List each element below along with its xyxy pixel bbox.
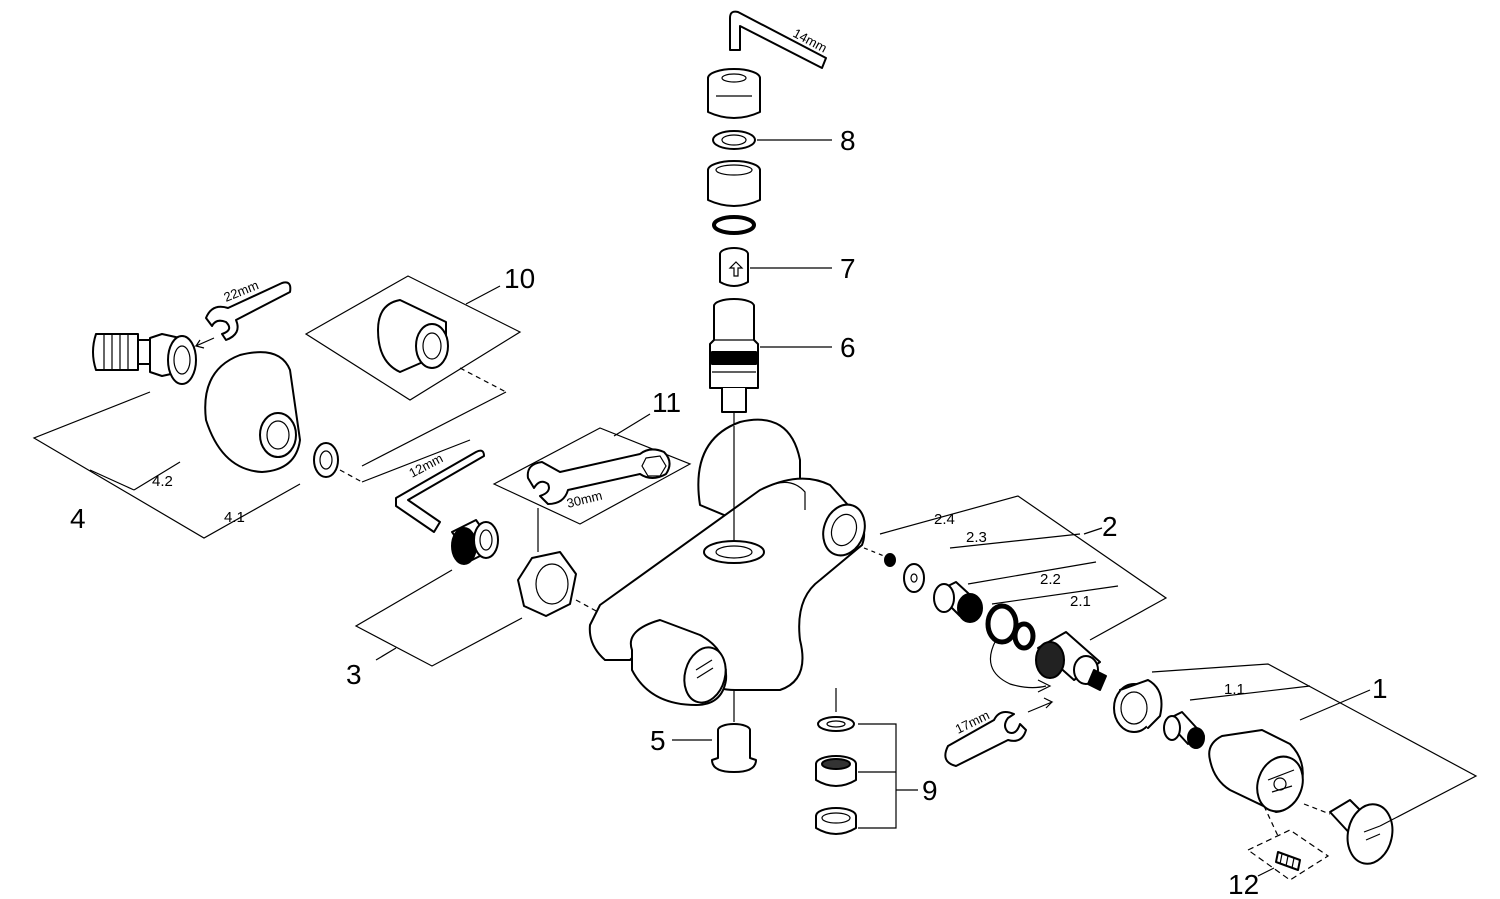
escutcheon-4-2 [204,351,301,473]
cartridge-7 [719,247,749,287]
label-6: 6 [840,332,856,363]
connector-4-1 [92,333,197,385]
label-2-2: 2.2 [1040,571,1061,588]
cartridge-2 [1035,631,1107,691]
connector-3 [451,519,499,565]
label-2: 2 [1102,511,1118,542]
wrench-17mm: 17mm [944,697,1054,767]
washer-2-3 [903,563,925,593]
label-10: 10 [504,263,535,294]
label-2-3: 2.3 [966,529,987,546]
adapter-10 [304,275,522,401]
label-2-4: 2.4 [934,511,955,528]
label-2-1: 2.1 [1070,593,1091,610]
top-nut [707,68,761,119]
thermo-element-6 [709,298,759,426]
wrench-22mm: 22mm [194,277,292,349]
ring-1 [1113,679,1163,733]
label-7: 7 [840,253,856,284]
label-12: 12 [1228,869,1259,899]
label-11: 11 [652,387,681,418]
label-3: 3 [346,659,362,690]
aerator-set-9 [815,716,857,835]
tool-label-30mm: 30mm [565,488,604,511]
label-8: 8 [840,125,856,156]
small-washer-2-4 [884,553,896,567]
sleeve [707,160,761,207]
hex-key-14mm: 14mm [729,10,830,69]
nut-3 [517,551,577,617]
handle-knob-left [629,619,728,706]
label-5: 5 [650,725,666,756]
washer-8 [712,130,756,150]
part-2-2 [933,581,983,623]
o-rings-2-1 [985,603,1036,651]
label-1-1: 1.1 [1224,681,1245,698]
splined-adapter-1-1 [1163,711,1205,749]
cap-1 [1329,799,1394,865]
o-ring-top [712,215,756,235]
hex-key-12mm: 12mm [395,449,485,533]
wrench-30mm: 30mm [492,427,692,525]
label-4-1: 4.1 [224,509,245,526]
label-4: 4 [70,503,86,534]
label-1: 1 [1372,673,1388,704]
label-4-2: 4.2 [152,473,173,490]
screw-12 [1246,829,1330,881]
sleeve-5 [711,723,757,773]
washer-4-1 [313,442,339,478]
handle-knob-1 [1208,729,1304,813]
label-9: 9 [922,775,938,806]
